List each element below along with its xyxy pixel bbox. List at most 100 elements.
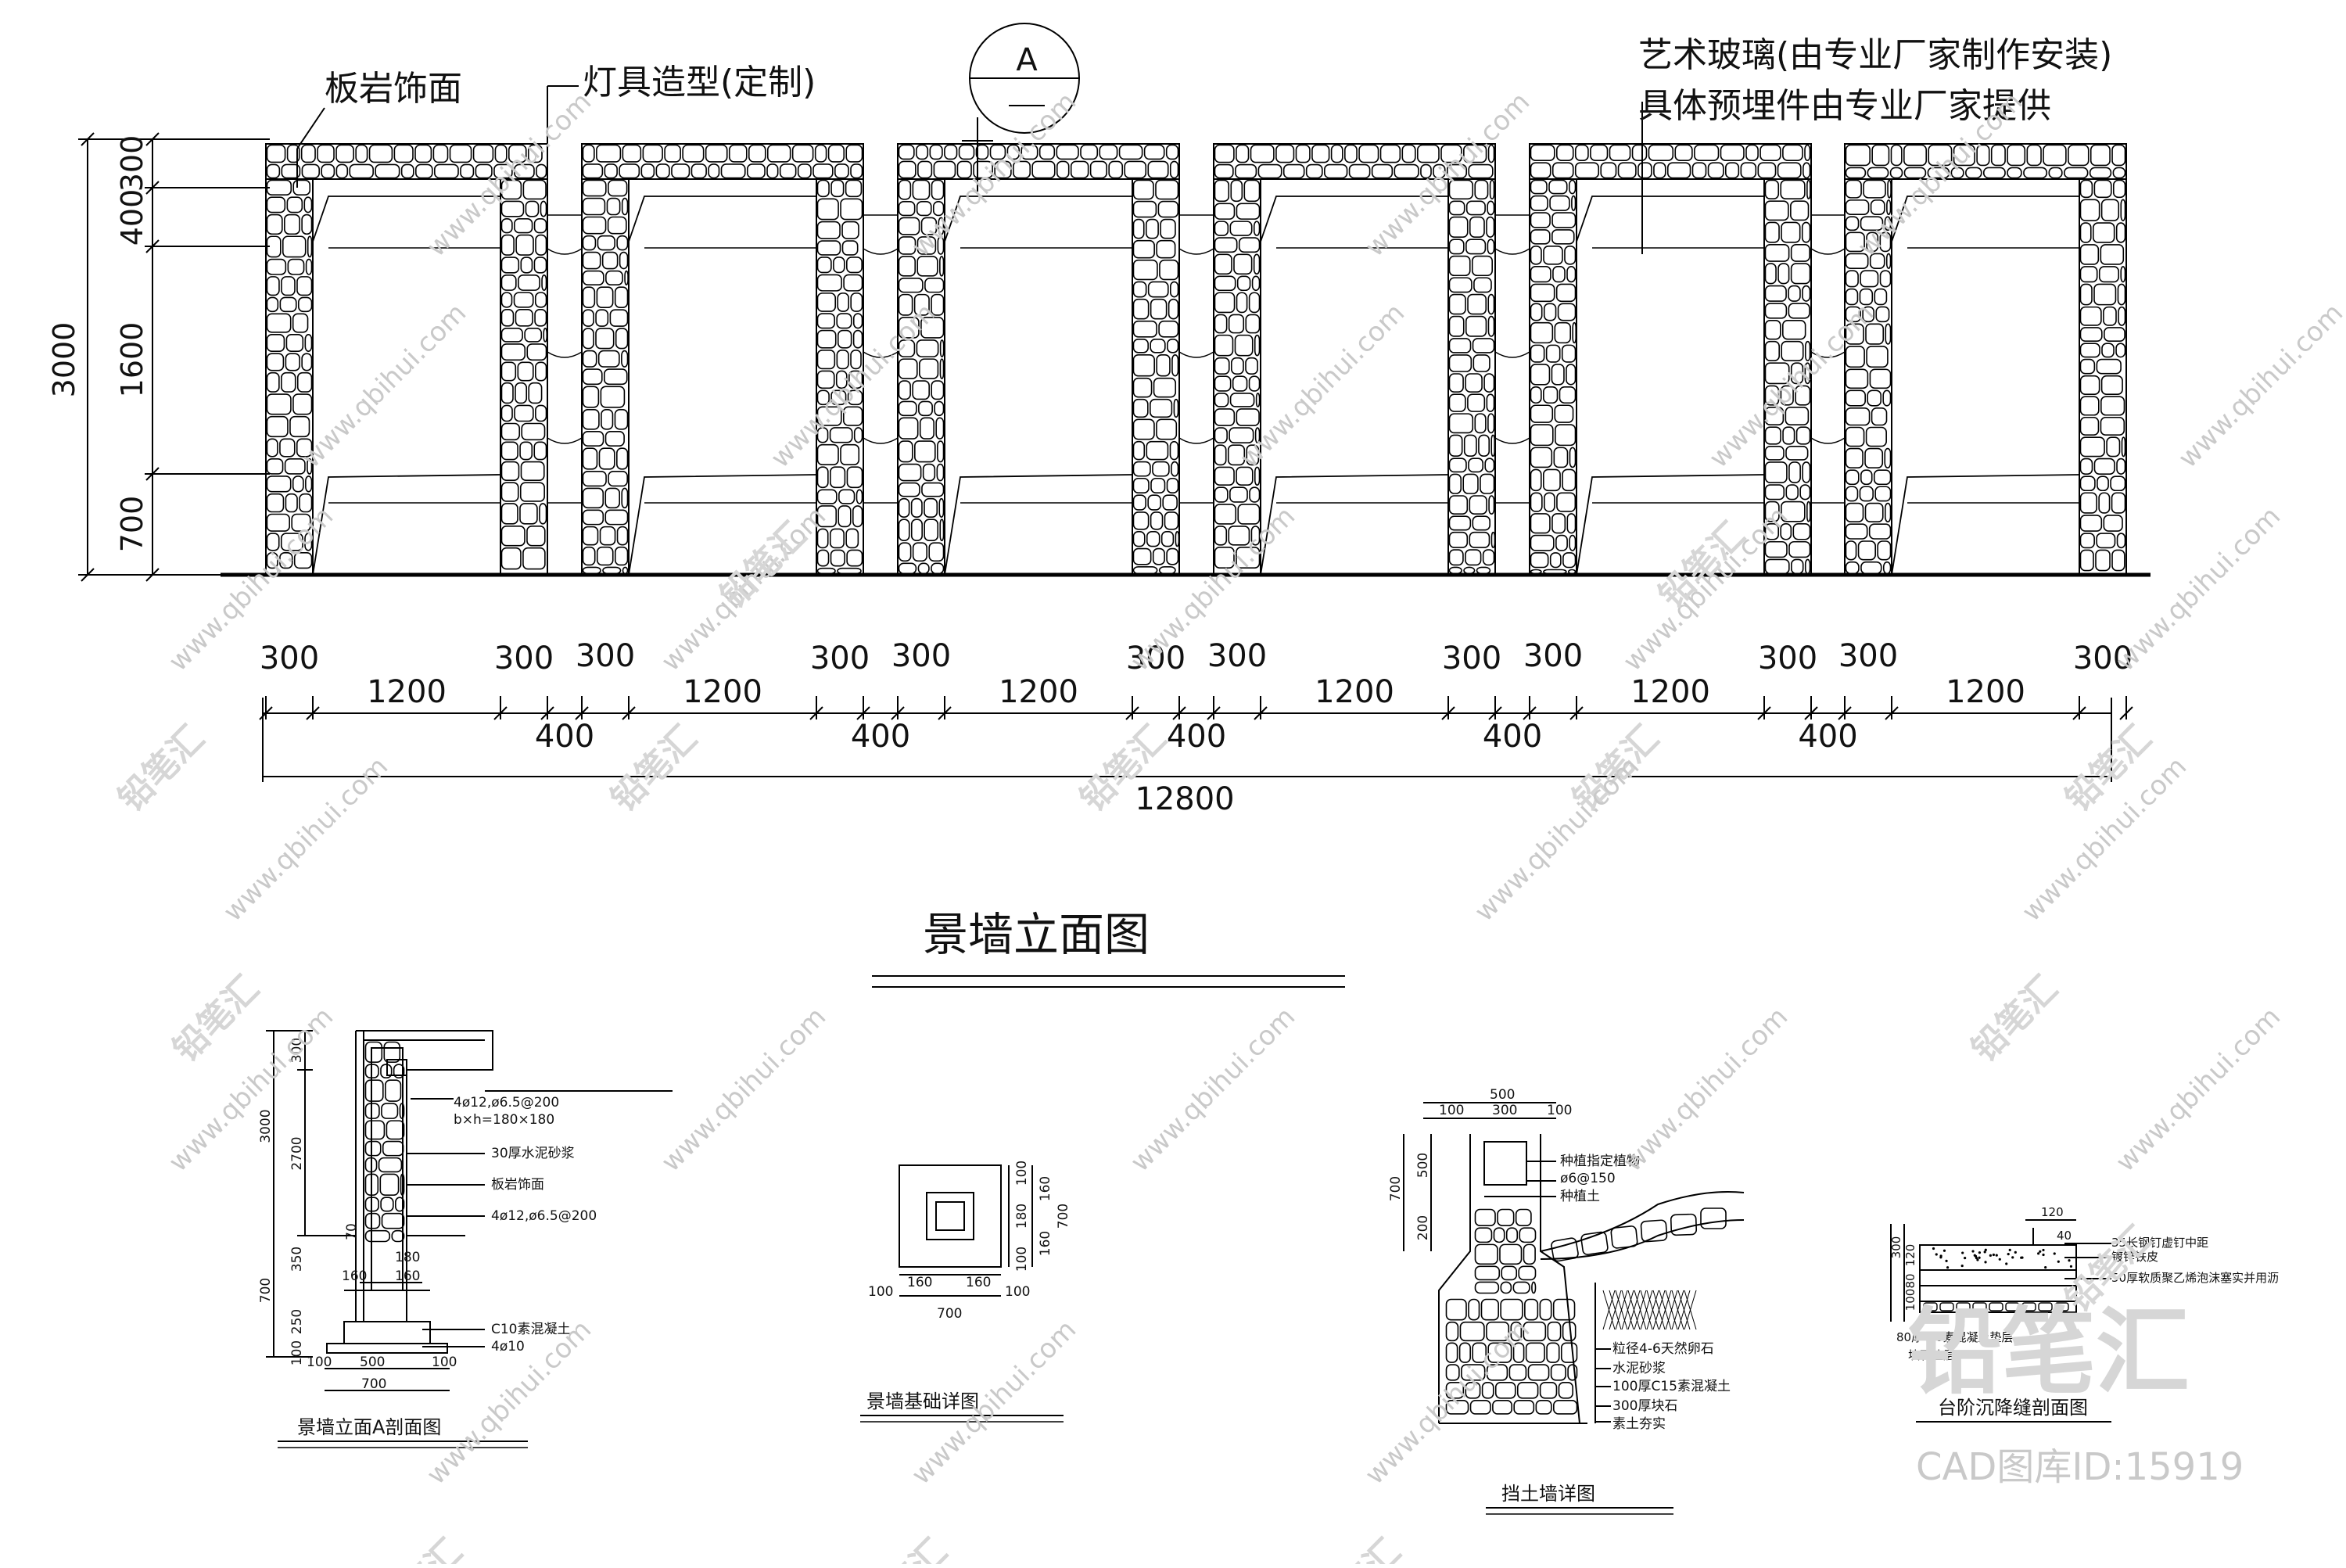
art-glass-panel (1576, 196, 1765, 576)
svg-text:500: 500 (360, 1355, 385, 1370)
stone-frame (1844, 143, 2127, 576)
dim-h-pier: 300 (891, 638, 951, 674)
watermark-id: CAD图库ID:15919 (1916, 1445, 2244, 1489)
svg-text:200: 200 (1415, 1215, 1431, 1240)
watermark-url: www.qbihui.com (217, 751, 394, 928)
watermark-url: www.qbihui.com (2110, 1001, 2287, 1178)
svg-text:ø6@150: ø6@150 (1560, 1171, 1616, 1186)
note-4phi10: 4ø10 (491, 1339, 525, 1355)
watermark-brand: 铅笔汇 (166, 968, 267, 1069)
svg-text:100: 100 (432, 1355, 457, 1370)
note-mortar: 30厚水泥砂浆 (491, 1146, 575, 1161)
watermark-brand: 铅笔汇 (369, 1531, 470, 1564)
svg-text:镀锌铁皮: 镀锌铁皮 (2111, 1250, 2158, 1264)
watermark-url: www.qbihui.com (1359, 1314, 1536, 1491)
watermark-brand: 铅笔汇 (854, 1531, 955, 1564)
dim-h-opening: 1200 (683, 674, 762, 710)
svg-text:40: 40 (2057, 1229, 2072, 1243)
svg-text:300: 300 (289, 1038, 305, 1063)
step-notes: 35长钢钉虚钉中距 镀锌铁皮 50厚软质聚乙烯泡沫塞实并用沥 80厚 0素混凝土… (1896, 1236, 2279, 1362)
dim-h-pier: 300 (260, 640, 319, 676)
section-a-dims: 300 2700 3000 350 700 250 100 70 180 160… (258, 1038, 457, 1392)
svg-text:700: 700 (937, 1306, 962, 1322)
section-marker-label: A (1016, 42, 1038, 78)
svg-text:250: 250 (289, 1309, 305, 1334)
svg-text:160: 160 (966, 1275, 991, 1290)
art-glass-panel (312, 196, 501, 576)
watermark-url: www.qbihui.com (1125, 1001, 1301, 1178)
art-glass-panel (1891, 196, 2080, 576)
stone-frame (1213, 143, 1496, 576)
svg-text:3000: 3000 (258, 1109, 274, 1143)
dim-v-300: 300 (115, 135, 149, 192)
watermark-url: www.qbihui.com (1617, 1001, 1794, 1178)
section-a-title: 景墙立面A剖面图 (297, 1416, 441, 1438)
foundation-detail: 100 160 180 160 100 700 100 160 160 100 … (860, 1161, 1071, 1423)
svg-text:35长钢钉虚钉中距: 35长钢钉虚钉中距 (2111, 1236, 2208, 1250)
svg-text:100: 100 (1903, 1289, 1917, 1311)
callout-art-glass-2: 具体预埋件由专业厂家提供 (1638, 86, 2051, 126)
watermark-brand: 铅笔汇 (713, 515, 814, 615)
svg-text:80: 80 (1903, 1273, 1917, 1288)
retaining-dims: 500 100 300 100 500 700 200 (1388, 1087, 1572, 1240)
svg-text:700: 700 (361, 1376, 386, 1392)
lamp-curve (547, 214, 583, 504)
note-slate: 板岩饰面 (491, 1177, 544, 1193)
dim-h-pier: 300 (1758, 640, 1817, 676)
section-a-notes: 4ø12,ø6.5@200 b×h=180×180 30厚水泥砂浆 板岩饰面 4… (454, 1095, 597, 1355)
foundation-title: 景墙基础详图 (866, 1390, 979, 1412)
svg-text:700: 700 (258, 1278, 274, 1303)
watermark-brand: 铅笔汇 (1308, 1531, 1408, 1564)
dim-h-pier: 300 (1442, 640, 1501, 676)
note-rebar-2: 4ø12,ø6.5@200 (491, 1208, 597, 1224)
stone-frame (265, 143, 548, 576)
callout-slate-finish: 板岩饰面 (325, 69, 462, 109)
dim-h-pier: 300 (1838, 638, 1898, 674)
svg-text:300: 300 (1492, 1103, 1517, 1118)
watermark-brand: 铅笔汇 (111, 718, 212, 819)
dim-h-total: 12800 (1135, 781, 1234, 817)
svg-text:160: 160 (342, 1268, 367, 1284)
watermark-brand: 铅笔汇 (604, 718, 705, 819)
dim-h-pier: 300 (1523, 638, 1583, 674)
svg-text:100厚C15素混凝土: 100厚C15素混凝土 (1612, 1379, 1731, 1394)
svg-text:种植指定植物: 种植指定植物 (1560, 1154, 1640, 1169)
lamp-curve (863, 214, 899, 504)
svg-text:500: 500 (1490, 1087, 1515, 1103)
svg-text:500: 500 (1415, 1153, 1431, 1178)
dim-h-opening: 1200 (1946, 674, 2025, 710)
glass-panels (312, 196, 2080, 576)
stone-frame (897, 143, 1180, 576)
vertical-dimension-lines (78, 132, 270, 582)
dim-h-pier: 300 (494, 640, 554, 676)
dim-h-pier: 300 (810, 640, 870, 676)
lamp-curve (1810, 214, 1846, 504)
watermark-url: www.qbihui.com (1703, 297, 1880, 474)
horizontal-dimension-lines (262, 698, 2112, 782)
callout-art-glass-1: 艺术玻璃(由专业厂家制作安装) (1638, 35, 2112, 75)
art-glass-panel (628, 196, 817, 576)
watermark-url: www.qbihui.com (1469, 751, 1645, 928)
note-rebar-1: 4ø12,ø6.5@200 (454, 1095, 559, 1111)
callout-leaders (296, 23, 1643, 254)
dim-h-gap: 400 (1167, 719, 1226, 755)
watermark-url: www.qbihui.com (2172, 297, 2346, 474)
svg-text:120: 120 (1903, 1244, 1917, 1267)
dim-v-total: 3000 (47, 322, 81, 398)
dim-v-1600: 1600 (115, 322, 149, 398)
note-c10: C10素混凝土 (491, 1322, 571, 1337)
horizontal-dimension-ticks (259, 696, 2133, 720)
dim-h-pier: 300 (576, 638, 635, 674)
svg-text:100: 100 (289, 1340, 305, 1365)
svg-text:水泥砂浆: 水泥砂浆 (1612, 1361, 1666, 1376)
svg-text:100: 100 (1439, 1103, 1464, 1118)
svg-text:100: 100 (1005, 1284, 1030, 1300)
foundation-dims: 100 160 180 160 100 700 100 160 160 100 … (868, 1161, 1071, 1322)
svg-text:100: 100 (1014, 1161, 1030, 1186)
retaining-wall-detail: 500 100 300 100 500 700 200 种植指定植物 ø6@15… (1388, 1087, 1745, 1515)
dim-h-gap: 400 (535, 719, 594, 755)
svg-text:块石垫层: 块石垫层 (1908, 1348, 1955, 1362)
